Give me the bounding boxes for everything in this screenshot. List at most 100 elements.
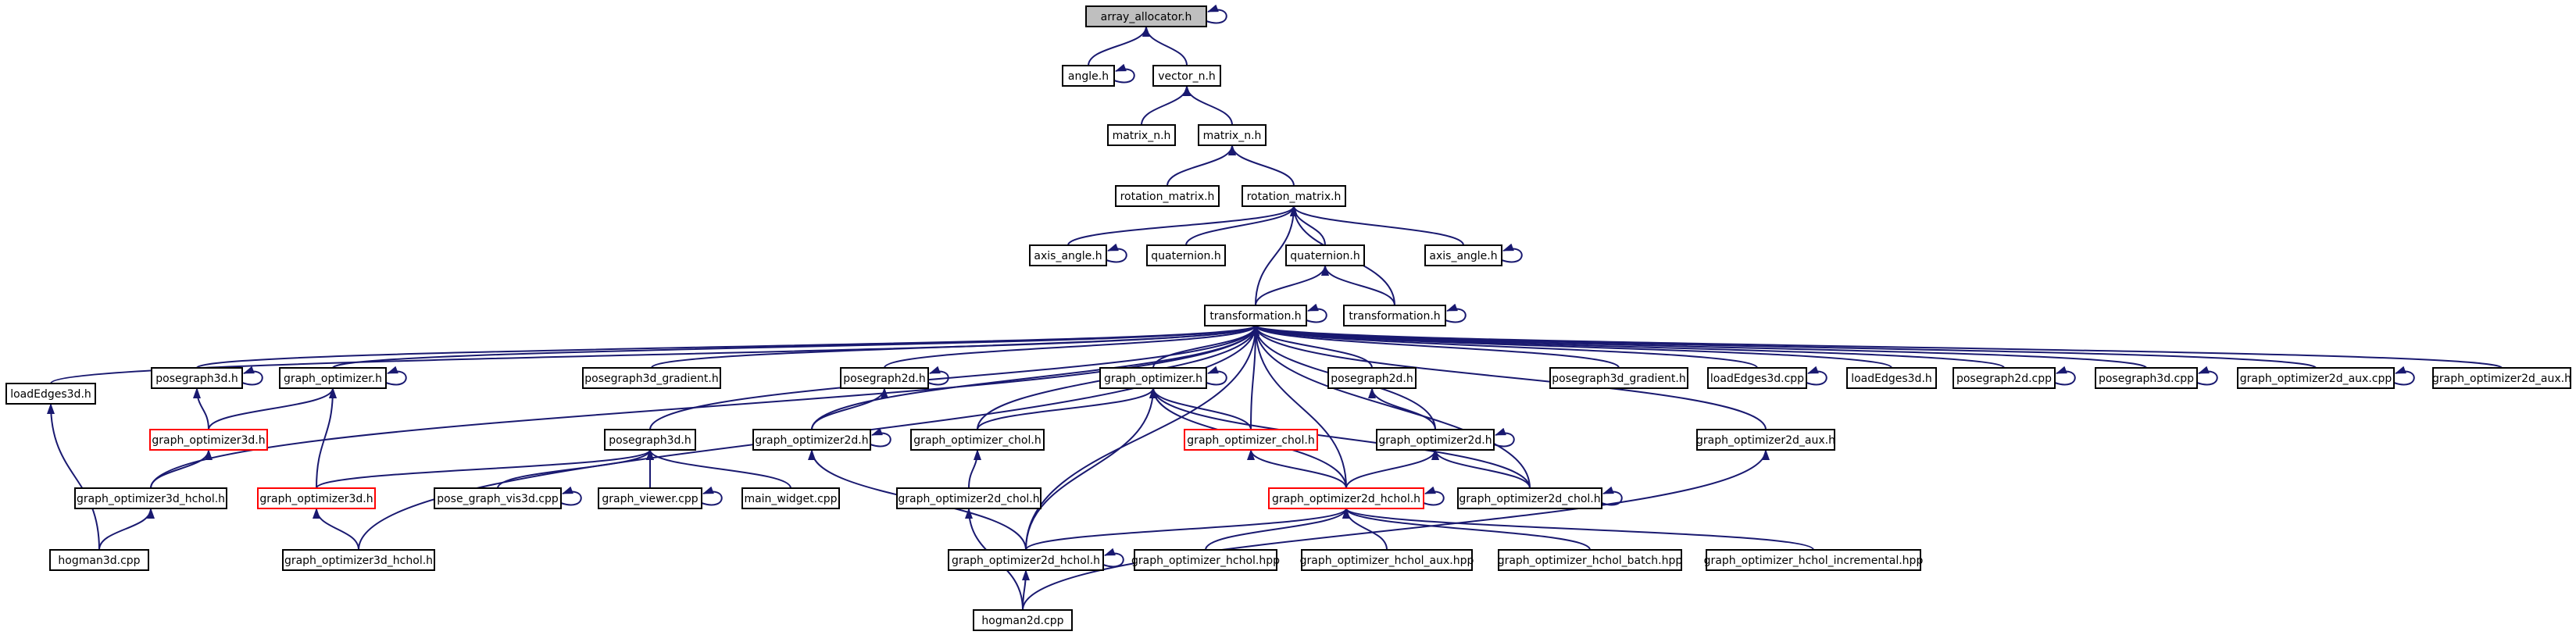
node-graph-optimizer-hchol-batch-hpp[interactable]: graph_optimizer_hchol_batch.hpp xyxy=(1498,549,1683,571)
node-graph-optimizer2d-aux-cpp[interactable]: graph_optimizer2d_aux.cpp xyxy=(2237,367,2395,389)
node-main-widget-cpp[interactable]: main_widget.cpp xyxy=(741,487,840,509)
node-box xyxy=(74,487,227,509)
edge-graph-optimizer2d-hchol-h-b-to-graph-optimizer-h-b xyxy=(1025,387,1157,551)
node-graph-optimizer2d-hchol-h-a[interactable]: graph_optimizer2d_hchol.h xyxy=(1268,487,1424,509)
node-graph-optimizer-h-b[interactable]: graph_optimizer.h xyxy=(1099,367,1207,389)
node-transformation-h-main[interactable]: transformation.h xyxy=(1204,305,1307,326)
node-graph-optimizer-chol-h-b[interactable]: graph_optimizer_chol.h xyxy=(1184,429,1318,451)
node-graph-optimizer-hchol-hpp[interactable]: graph_optimizer_hchol.hpp xyxy=(1131,549,1280,571)
node-graph-optimizer2d-chol-h-b[interactable]: graph_optimizer2d_chol.h xyxy=(1457,487,1602,509)
node-label: graph_optimizer2d_aux.cpp xyxy=(2240,373,2392,385)
node-graph-optimizer2d-hchol-h-b[interactable]: graph_optimizer2d_hchol.h xyxy=(948,549,1104,571)
edge-graph-optimizer2d-aux-h-b-to-transformation-h-main xyxy=(1252,325,1767,430)
node-matrix-n-h-a[interactable]: matrix_n.h xyxy=(1107,124,1176,146)
node-rotation-matrix-h-b[interactable]: rotation_matrix.h xyxy=(1242,185,1346,207)
node-pose-graph-vis3d-cpp[interactable]: pose_graph_vis3d.cpp xyxy=(434,487,562,509)
node-box xyxy=(1327,367,1417,389)
edge-hogman3d-cpp-to-graph-optimizer3d-hchol-h-a xyxy=(98,508,155,551)
edge-graph-optimizer2d-hchol-h-a-to-transformation-h-main xyxy=(1252,325,1347,489)
edge-graph-optimizer2d-h-a-to-graph-optimizer2d-h-a xyxy=(870,427,891,448)
node-posegraph2d-h-b[interactable]: posegraph2d.h xyxy=(1327,367,1417,389)
node-vector-n-h[interactable]: vector_n.h xyxy=(1152,65,1221,87)
node-posegraph3d-cpp[interactable]: posegraph3d.cpp xyxy=(2095,367,2198,389)
node-posegraph3d-gradient-h-a[interactable]: posegraph3d_gradient.h xyxy=(582,367,721,389)
node-box xyxy=(840,367,929,389)
node-loadEdges3d-h-b[interactable]: loadEdges3d.h xyxy=(1846,367,1937,389)
node-label: angle.h xyxy=(1068,70,1109,83)
edge-matrix-n-h-b-to-vector-n-h xyxy=(1183,85,1233,126)
edge-graph-optimizer2d-hchol-h-b-to-graph-optimizer2d-hchol-h-b xyxy=(1102,548,1124,568)
node-box xyxy=(1706,549,1921,571)
edge-graph-viewer-cpp-to-graph-viewer-cpp xyxy=(701,486,723,506)
node-graph-optimizer3d-hchol-h-b[interactable]: graph_optimizer3d_hchol.h xyxy=(282,549,435,571)
edge-posegraph3d-cpp-to-posegraph3d-cpp xyxy=(2196,366,2218,386)
edge-graph-optimizer2d-aux-h-a-to-transformation-h-main xyxy=(1252,325,2503,369)
node-matrix-n-h-b[interactable]: matrix_n.h xyxy=(1198,124,1267,146)
node-box xyxy=(282,549,435,571)
node-label: pose_graph_vis3d.cpp xyxy=(437,493,559,505)
node-graph-viewer-cpp[interactable]: graph_viewer.cpp xyxy=(598,487,702,509)
node-label: graph_optimizer3d_hchol.h xyxy=(77,493,225,505)
node-graph-optimizer3d-h-b[interactable]: graph_optimizer3d.h xyxy=(257,487,376,509)
node-box xyxy=(5,383,96,405)
edge-graph-optimizer-chol-h-b-to-graph-optimizer-h-b xyxy=(1149,387,1252,430)
node-label: graph_optimizer2d_hchol.h xyxy=(1272,493,1420,505)
edge-graph-optimizer-chol-h-b-to-transformation-h-main xyxy=(1250,325,1259,430)
node-array-allocator-h[interactable]: array_allocator.h xyxy=(1085,5,1207,27)
edge-graph-optimizer-h-b-to-transformation-h-main xyxy=(1152,325,1259,369)
node-label: graph_optimizer.h xyxy=(1104,373,1202,385)
node-quaternion-h-b[interactable]: quaternion.h xyxy=(1285,244,1365,266)
node-label: posegraph3d_gradient.h xyxy=(1552,373,1685,385)
node-axis-angle-h-a[interactable]: axis_angle.h xyxy=(1029,244,1107,266)
node-label: graph_optimizer_chol.h xyxy=(913,434,1041,447)
node-box xyxy=(2237,367,2395,389)
node-label: graph_optimizer2d_hchol.h xyxy=(952,555,1100,567)
node-graph-optimizer2d-aux-h-b[interactable]: graph_optimizer2d_aux.h xyxy=(1696,429,1835,451)
node-hogman2d-cpp[interactable]: hogman2d.cpp xyxy=(973,609,1073,631)
node-posegraph2d-cpp[interactable]: posegraph2d.cpp xyxy=(1953,367,2056,389)
node-posegraph3d-h[interactable]: posegraph3d.h xyxy=(151,367,243,389)
edge-axis-angle-h-b-to-rotation-matrix-h-b xyxy=(1290,205,1464,246)
node-hogman3d-cpp[interactable]: hogman3d.cpp xyxy=(49,549,149,571)
node-label: graph_optimizer2d_chol.h xyxy=(1459,493,1600,505)
node-posegraph3d-h-b[interactable]: posegraph3d.h xyxy=(604,429,696,451)
node-label: loadEdges3d.h xyxy=(1851,373,1932,385)
node-axis-angle-h-b[interactable]: axis_angle.h xyxy=(1424,244,1502,266)
node-box xyxy=(279,367,387,389)
node-label: loadEdges3d.h xyxy=(10,388,91,401)
node-posegraph2d-h-a[interactable]: posegraph2d.h xyxy=(840,367,929,389)
edge-graph-optimizer3d-h-b-to-graph-optimizer-h-a xyxy=(316,387,337,489)
node-graph-optimizer2d-h-b[interactable]: graph_optimizer2d.h xyxy=(1376,429,1495,451)
node-box xyxy=(1115,185,1220,207)
edge-posegraph2d-h-a-to-transformation-h-main xyxy=(884,325,1259,369)
node-graph-optimizer2d-chol-h-a[interactable]: graph_optimizer2d_chol.h xyxy=(896,487,1041,509)
node-label: matrix_n.h xyxy=(1113,130,1171,142)
node-graph-optimizer-hchol-incremental-hpp[interactable]: graph_optimizer_hchol_incremental.hpp xyxy=(1704,549,1924,571)
node-box xyxy=(1099,367,1207,389)
node-label: posegraph3d.cpp xyxy=(2099,373,2194,385)
node-graph-optimizer-hchol-aux-hpp[interactable]: graph_optimizer_hchol_aux.hpp xyxy=(1300,549,1474,571)
edge-axis-angle-h-a-to-rotation-matrix-h-b xyxy=(1067,205,1298,246)
node-loadEdges3d-h[interactable]: loadEdges3d.h xyxy=(5,383,96,405)
node-graph-optimizer-h-a[interactable]: graph_optimizer.h xyxy=(279,367,387,389)
node-posegraph3d-gradient-h-b[interactable]: posegraph3d_gradient.h xyxy=(1549,367,1688,389)
node-box xyxy=(1085,5,1207,27)
node-graph-optimizer-chol-h-a[interactable]: graph_optimizer_chol.h xyxy=(910,429,1045,451)
node-angle-h[interactable]: angle.h xyxy=(1062,65,1115,87)
node-graph-optimizer2d-h-a[interactable]: graph_optimizer2d.h xyxy=(752,429,871,451)
node-label: quaternion.h xyxy=(1290,250,1359,262)
node-box xyxy=(1846,367,1937,389)
edge-posegraph3d-h-to-transformation-h-main xyxy=(196,325,1259,369)
node-graph-optimizer3d-hchol-h-a[interactable]: graph_optimizer3d_hchol.h xyxy=(74,487,227,509)
node-graph-optimizer2d-aux-h-a[interactable]: graph_optimizer2d_aux.h xyxy=(2432,367,2571,389)
node-quaternion-h-a[interactable]: quaternion.h xyxy=(1146,244,1226,266)
node-rotation-matrix-h-a[interactable]: rotation_matrix.h xyxy=(1115,185,1220,207)
edge-pose-graph-vis3d-cpp-to-posegraph3d-h-b xyxy=(497,449,654,489)
node-graph-optimizer3d-h-a[interactable]: graph_optimizer3d.h xyxy=(149,429,268,451)
node-box xyxy=(434,487,562,509)
edge-graph-optimizer2d-h-b-to-posegraph2d-h-b xyxy=(1368,387,1436,430)
node-loadEdges3d-cpp-a[interactable]: loadEdges3d.cpp xyxy=(1707,367,1807,389)
edge-main-widget-cpp-to-posegraph3d-h-b xyxy=(646,449,791,489)
node-label: posegraph2d.h xyxy=(843,373,925,385)
node-transformation-h-b[interactable]: transformation.h xyxy=(1343,305,1446,326)
